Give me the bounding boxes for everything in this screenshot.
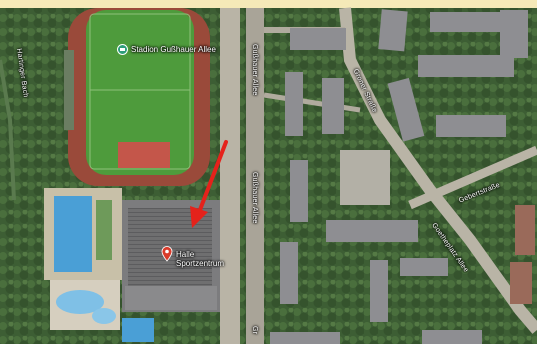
map-pin-icon[interactable] xyxy=(161,246,173,262)
parking-lot xyxy=(340,150,390,205)
diagonal-road xyxy=(339,7,537,334)
stadium-track xyxy=(64,8,210,186)
stadium-label[interactable]: Stadion Gußhauer Allee xyxy=(131,45,216,54)
map-top-frame xyxy=(0,0,537,8)
street-label-avenue-upper: Gußhauer Allee xyxy=(251,44,258,96)
red-arrow-annotation xyxy=(190,140,228,228)
stadium-marker-icon[interactable] xyxy=(117,44,128,55)
street-label-avenue-bottom: Gr xyxy=(251,326,258,335)
street-label-avenue-lower: Gußhauer Allee xyxy=(251,172,258,224)
hall-label[interactable]: Halle Sportzentrum xyxy=(176,250,225,268)
swimming-pool-area xyxy=(44,188,154,342)
avenue-road xyxy=(220,8,240,344)
residential-buildings xyxy=(270,9,528,344)
